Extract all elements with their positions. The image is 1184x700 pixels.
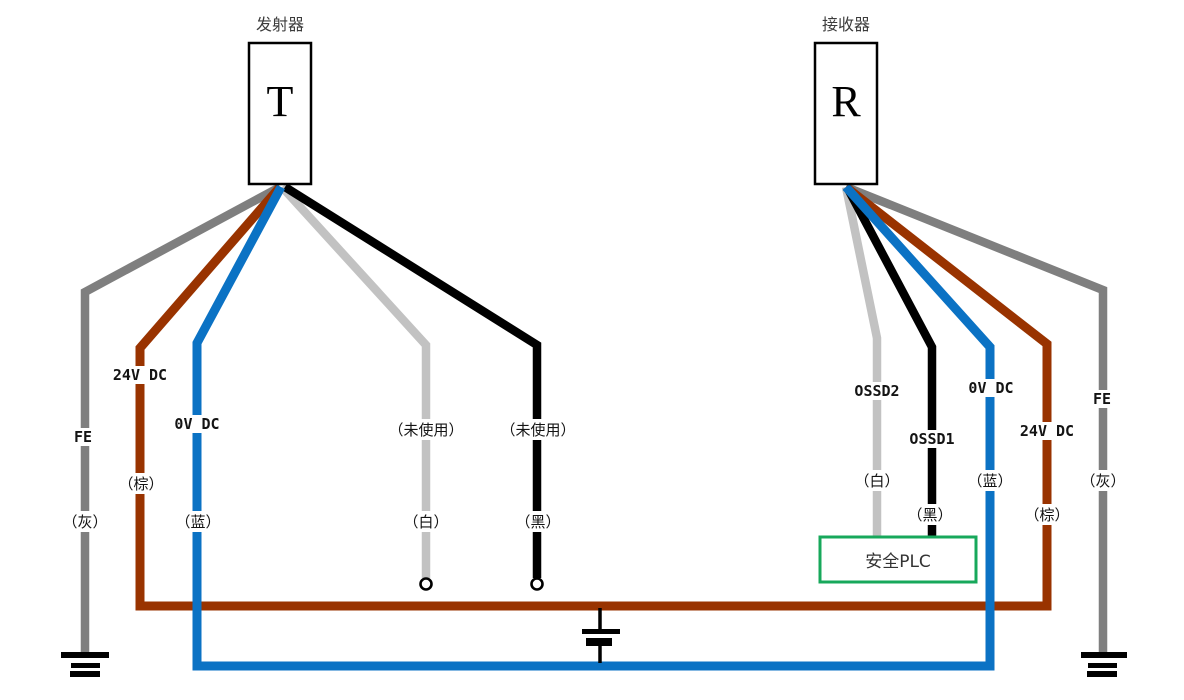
- label-unused-black: （未使用）: [499, 419, 577, 440]
- open-terminal-icon-white-wire: [419, 577, 433, 591]
- label-0vdc-left: 0V DC: [171, 415, 223, 433]
- dc-supply-negative-plate: [586, 638, 612, 646]
- earth-ground-icon-right: [1081, 652, 1127, 677]
- ground-bar: [1081, 652, 1127, 658]
- wire-receiver-ossd1-black: [843, 185, 937, 537]
- receiver-title: 接收器: [821, 15, 871, 34]
- ground-bar: [1087, 671, 1117, 677]
- label-ossd2: OSSD2: [851, 382, 903, 400]
- label-gray-right: （灰）: [1079, 470, 1127, 491]
- label-blue-left: （蓝）: [174, 511, 222, 532]
- label-black-left: （黑）: [514, 511, 562, 532]
- wire-transmitter-unused-white: [278, 184, 431, 578]
- receiver-box: [813, 41, 879, 186]
- transmitter-letter: T: [249, 43, 311, 184]
- label-black-right: （黑）: [906, 504, 954, 525]
- label-fe-right: FE: [1089, 390, 1115, 408]
- ground-bar: [61, 652, 109, 658]
- label-24vdc-right: 24V DC: [1016, 422, 1078, 440]
- label-unused-white: （未使用）: [387, 419, 465, 440]
- ground-bar: [70, 671, 100, 677]
- dc-supply-positive-plate: [582, 629, 620, 634]
- label-ossd1: OSSD1: [906, 430, 958, 448]
- wire-transmitter-unused-black: [282, 183, 542, 578]
- transmitter-box: [247, 41, 313, 186]
- receiver-letter: R: [815, 43, 877, 184]
- transmitter-title: 发射器: [255, 15, 305, 34]
- ground-bar: [71, 663, 100, 668]
- safety-plc-box: [818, 535, 978, 584]
- label-blue-right: （蓝）: [966, 470, 1014, 491]
- open-terminal-icon-black-wire: [530, 577, 544, 591]
- earth-ground-icon-left: [61, 652, 109, 677]
- dc-supply-icon: [582, 608, 620, 663]
- wire-24vdc-brown: [135, 183, 1052, 611]
- ground-bar: [1088, 663, 1117, 668]
- label-fe-left: FE: [70, 428, 96, 446]
- wire-transmitter-fe-gray: [80, 183, 283, 652]
- receiver-letter-text: R: [831, 77, 861, 126]
- wire-0vdc-blue: [192, 183, 995, 671]
- label-24vdc-left: 24V DC: [109, 366, 171, 384]
- label-gray-left: （灰）: [61, 511, 109, 532]
- label-white-right: （白）: [853, 470, 901, 491]
- transmitter-letter-text: T: [266, 77, 294, 126]
- label-brown-right: （棕）: [1023, 504, 1071, 525]
- label-white-left: （白）: [402, 511, 450, 532]
- safety-plc-label: 安全PLC: [865, 552, 931, 572]
- label-brown-left: （棕）: [117, 473, 165, 494]
- label-0vdc-right: 0V DC: [965, 379, 1017, 397]
- wire-receiver-fe-gray: [844, 183, 1108, 652]
